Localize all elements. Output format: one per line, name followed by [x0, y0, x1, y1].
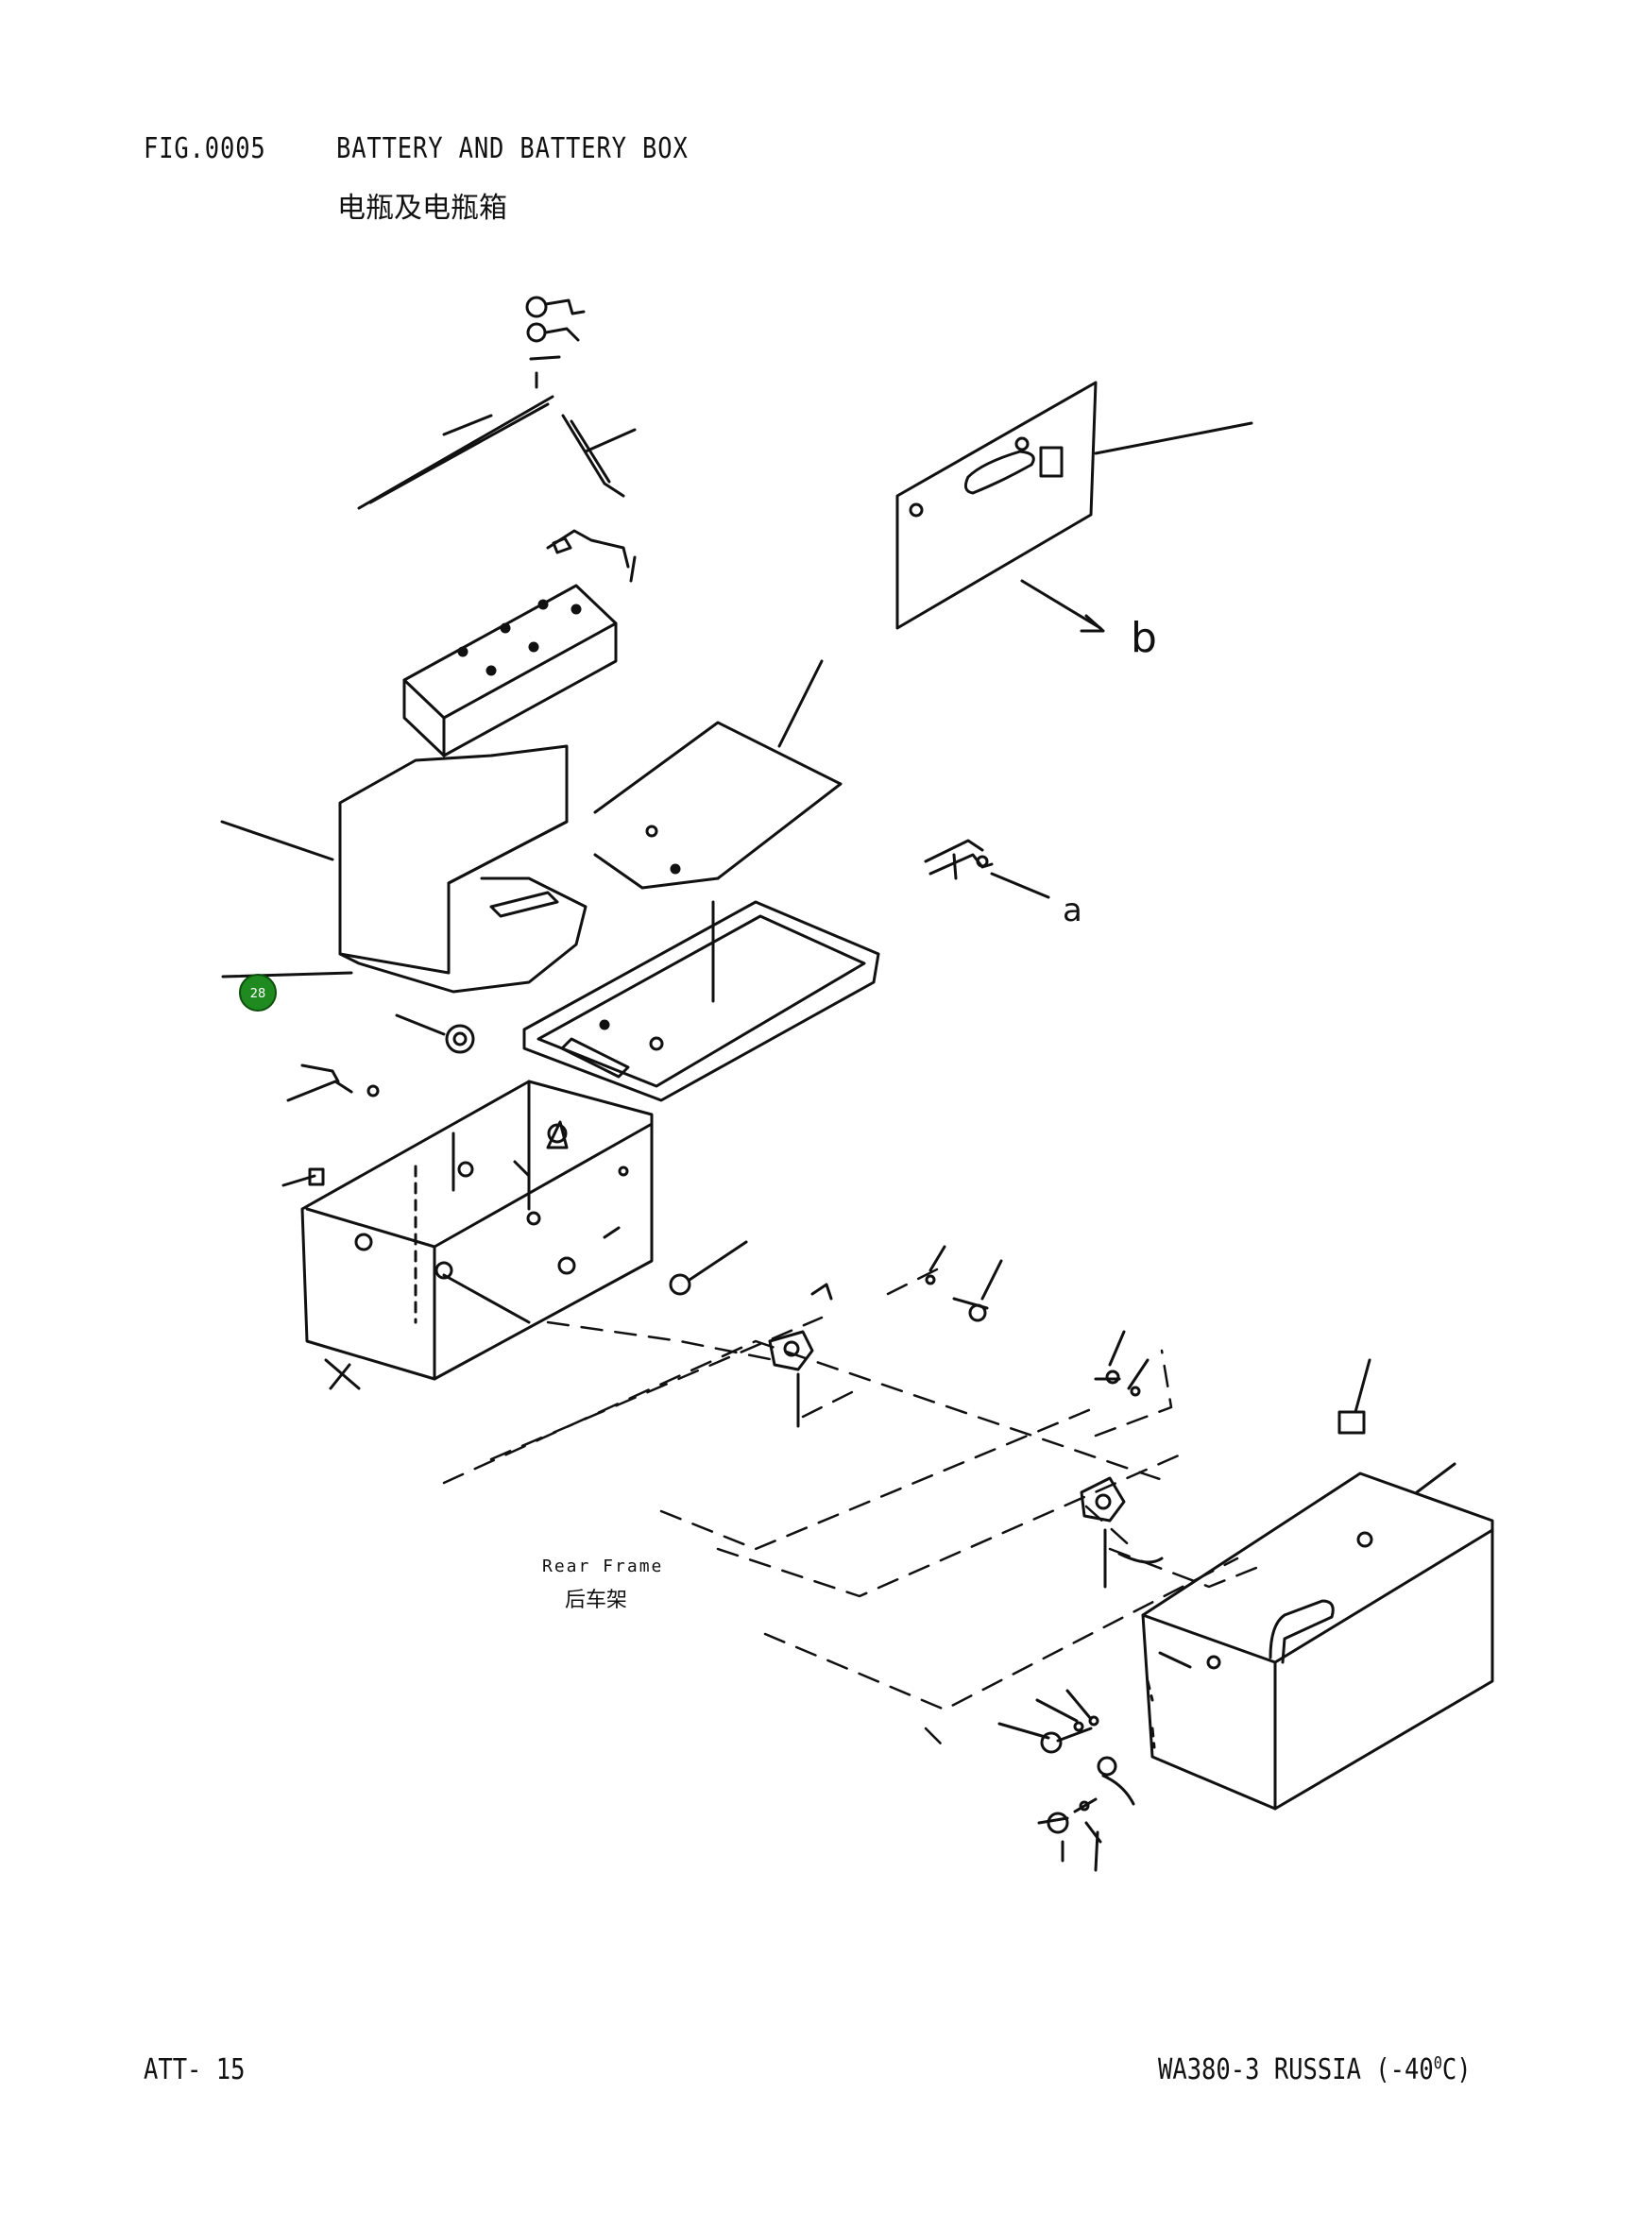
rear-frame-label: Rear Frame — [542, 1557, 664, 1576]
cover-plate — [895, 381, 1253, 633]
left-box-fasteners — [281, 1013, 748, 1390]
view-label-b: b — [1131, 614, 1157, 662]
model-prefix: WA380-3 RUSSIA (-40 — [1158, 2053, 1434, 2086]
model-designation: WA380-3 RUSSIA (-400C) — [1158, 2053, 1472, 2086]
battery-upper — [402, 529, 637, 757]
bolt-with-nut — [924, 839, 1050, 899]
callout-number: 28 — [250, 987, 266, 1001]
lower-right-fasteners — [997, 1689, 1135, 1872]
battery-cable-1 — [357, 395, 554, 510]
battery-box-left — [300, 1080, 654, 1390]
figure-number: FIG.0005 — [144, 132, 266, 165]
battery-insulator-left — [220, 744, 588, 994]
tray — [522, 900, 880, 1102]
part-label-a: a — [1063, 892, 1082, 929]
model-suffix: C) — [1441, 2053, 1472, 2086]
model-degree: 0 — [1433, 2053, 1442, 2073]
battery-cable-2 — [561, 414, 637, 498]
rear-frame-outline — [442, 1264, 1258, 1749]
battery-mat-right — [593, 659, 843, 1003]
rubber-mount-right — [1080, 1476, 1164, 1589]
figure-title: BATTERY AND BATTERY BOX — [336, 132, 689, 165]
battery-box-right — [1141, 1358, 1494, 1811]
rubber-mount-left — [768, 1283, 833, 1428]
rear-frame-label-chinese: 后车架 — [565, 1589, 628, 1612]
mid-fasteners — [925, 1245, 1150, 1397]
figure-title-chinese: 电瓶及电瓶箱 — [337, 192, 507, 225]
page-code: ATT- 15 — [144, 2053, 246, 2086]
callout-badge-28[interactable]: 28 — [239, 974, 277, 1012]
terminal-clamp-top — [525, 296, 586, 389]
callout-leader-line — [221, 971, 353, 978]
